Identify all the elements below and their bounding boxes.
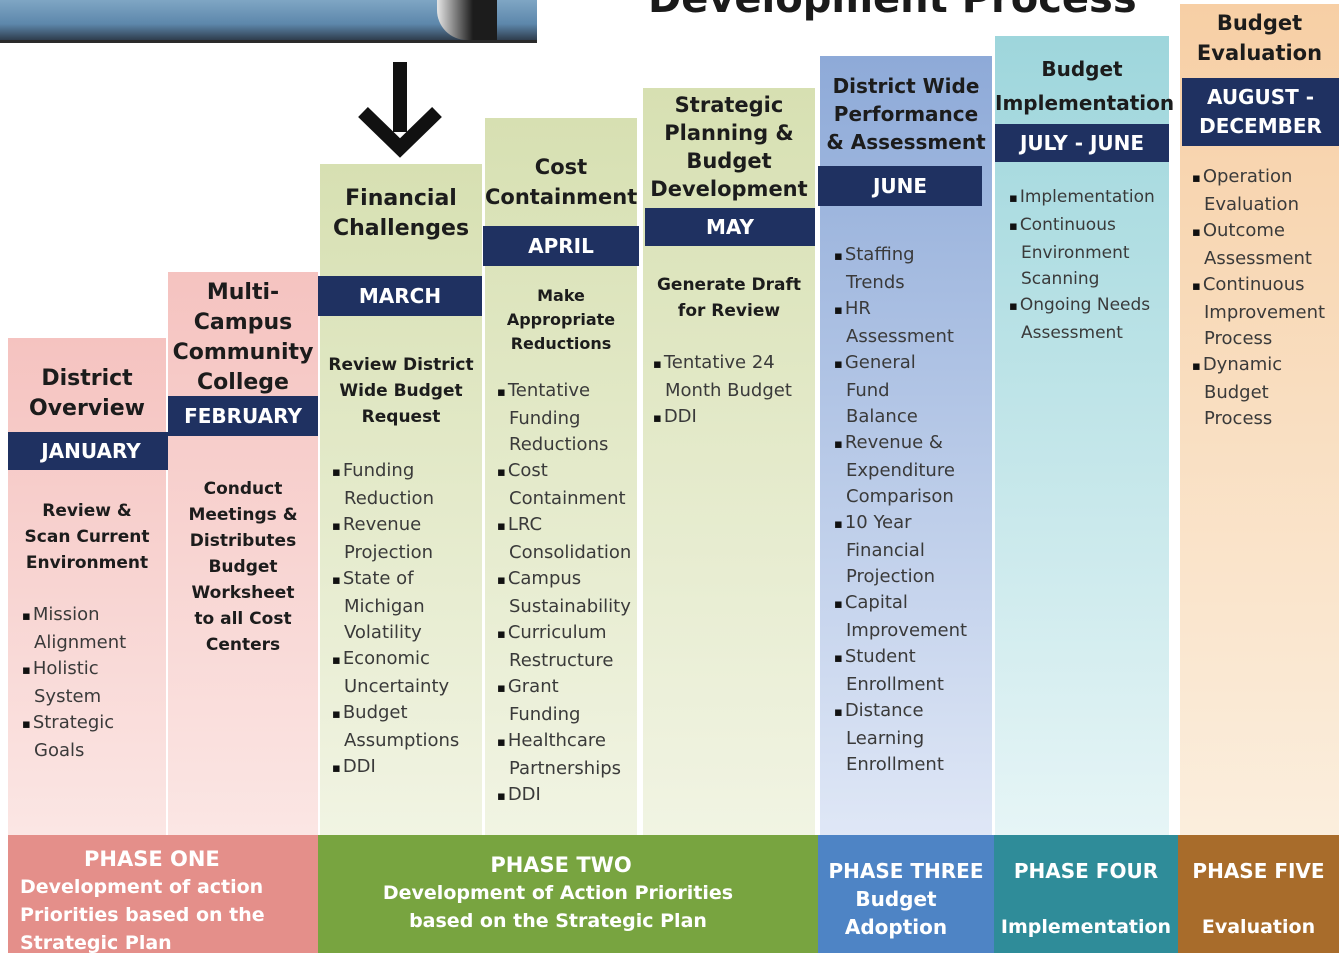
column-title: Financial Challenges — [332, 186, 470, 241]
bullet-list: Staffing Trends HR Assessment General Fu… — [834, 242, 967, 778]
bullet-item: Implementation — [1009, 184, 1155, 212]
bullet-list: Operation Evaluation Outcome Assessment … — [1192, 164, 1325, 432]
column-title: Strategic Planning & Budget Development — [650, 93, 808, 201]
bullet-item: Capital Improvement — [834, 590, 967, 644]
column-august-december: Budget Evaluation AUGUST - DECEMBER Oper… — [1180, 4, 1339, 835]
column-description: Review & Scan Current Environment — [24, 501, 150, 573]
column-january: District Overview JANUARY Review & Scan … — [8, 338, 174, 835]
down-arrow-icon — [358, 62, 442, 158]
month-bar: JULY - JUNE — [995, 124, 1169, 162]
phase-title: PHASE ONE — [84, 847, 220, 871]
bullet-item: Mission Alignment — [22, 602, 126, 656]
phase-four: PHASE FOUR Implementation — [994, 835, 1178, 953]
bullet-item: Tentative Funding Reductions — [497, 378, 631, 458]
phase-subtitle: Implementation — [1000, 916, 1172, 938]
bullet-list: Funding Reduction Revenue Projection Sta… — [332, 458, 459, 782]
column-background — [995, 36, 1169, 835]
bullet-item: Staffing Trends — [834, 242, 967, 296]
month-bar: JUNE — [818, 166, 982, 206]
phase-subtitle: Budget Adoption — [844, 887, 948, 939]
bullet-item: DDI — [653, 404, 792, 432]
month-bar: AUGUST - DECEMBER — [1182, 78, 1339, 146]
bullet-item: 10 Year Financial Projection — [834, 510, 967, 590]
bullet-item: General Fund Balance — [834, 350, 967, 430]
column-description: Generate Draft for Review — [656, 275, 802, 321]
phase-five: PHASE FIVE Evaluation — [1178, 835, 1339, 953]
column-july-june: Budget Implementation JULY - JUNE Implem… — [995, 36, 1175, 835]
month-bar: APRIL — [483, 226, 639, 266]
bullet-item: Continuous Improvement Process — [1192, 272, 1325, 352]
column-description: Review District Wide Budget Request — [328, 355, 474, 427]
bullet-item: DDI — [332, 754, 459, 782]
column-title: District Overview — [29, 366, 145, 421]
bullet-item: Holistic System — [22, 656, 126, 710]
page-title: Development Process — [648, 0, 1137, 22]
bullet-item: Healthcare Partnerships — [497, 728, 631, 782]
column-title: Budget Evaluation — [1196, 11, 1323, 65]
column-march: Financial Challenges MARCH Review Distri… — [318, 164, 482, 835]
bullet-item: Strategic Goals — [22, 710, 126, 764]
bullet-item: Distance Learning Enrollment — [834, 698, 967, 778]
bullet-item: DDI — [497, 782, 631, 810]
bullet-item: Cost Containment — [497, 458, 631, 512]
bullet-item: Campus Sustainability — [497, 566, 631, 620]
bullet-item: Continuous Environment Scanning — [1009, 212, 1155, 292]
bullet-item: State of Michigan Volatility — [332, 566, 459, 646]
bullet-item: Budget Assumptions — [332, 700, 459, 754]
phase-title: PHASE FOUR — [1013, 859, 1159, 883]
header-photo — [0, 0, 537, 43]
bullet-item: Student Enrollment — [834, 644, 967, 698]
column-description: Conduct Meetings & Distributes Budget Wo… — [188, 479, 298, 655]
month-bar: MAY — [645, 208, 815, 246]
bullet-list: Tentative 24 Month Budget DDI — [653, 350, 792, 432]
bullet-item: Revenue Projection — [332, 512, 459, 566]
column-june: District Wide Performance & Assessment J… — [818, 56, 992, 835]
photo-figure — [437, 0, 497, 40]
phase-three: PHASE THREE Budget Adoption — [818, 835, 994, 953]
phase-title: PHASE TWO — [490, 853, 632, 877]
phase-title: PHASE THREE — [828, 859, 984, 883]
bullet-item: HR Assessment — [834, 296, 967, 350]
column-title: Multi- Campus Community College — [172, 280, 314, 395]
bullet-item: Funding Reduction — [332, 458, 459, 512]
bullet-item: LRC Consolidation — [497, 512, 632, 566]
bullet-item: Outcome Assessment — [1192, 218, 1325, 272]
column-title: District Wide Performance & Assessment — [826, 74, 986, 154]
column-title: Budget Implementation — [995, 57, 1175, 115]
bullet-item: Revenue & Expenditure Comparison — [834, 430, 967, 510]
month-bar: FEBRUARY — [168, 396, 318, 436]
bullet-item: Tentative 24 Month Budget — [653, 350, 792, 404]
column-february: Multi- Campus Community College FEBRUARY… — [168, 272, 318, 835]
bullet-list: Mission Alignment Holistic System Strate… — [22, 602, 126, 764]
bullet-item: Ongoing Needs Assessment — [1009, 292, 1155, 346]
month-bar: JANUARY — [8, 432, 174, 470]
month-bar: MARCH — [318, 276, 482, 316]
bullet-item: Grant Funding — [497, 674, 631, 728]
bullet-list: Tentative Funding Reductions Cost Contai… — [497, 378, 632, 810]
column-april: Cost Containment APRIL Make Appropriate … — [483, 118, 639, 835]
column-may: Strategic Planning & Budget Development … — [643, 88, 815, 835]
bullet-item: Operation Evaluation — [1192, 164, 1325, 218]
bullet-list: Implementation Continuous Environment Sc… — [1009, 184, 1155, 346]
phase-title: PHASE FIVE — [1192, 859, 1325, 883]
column-description: Make Appropriate Reductions — [506, 286, 616, 353]
phase-subtitle: Development of action Priorities based o… — [20, 876, 265, 954]
column-background — [168, 272, 318, 835]
phase-subtitle: Evaluation — [1201, 916, 1316, 938]
column-title: Cost Containment — [485, 155, 638, 209]
phase-subtitle: Development of Action Priorities based o… — [382, 882, 734, 932]
phase-one: PHASE ONE Development of action Prioriti… — [8, 835, 318, 954]
bullet-item: Curriculum Restructure — [497, 620, 631, 674]
bullet-item: Economic Uncertainty — [332, 646, 459, 700]
bullet-item: Dynamic Budget Process — [1192, 352, 1325, 432]
phase-two: PHASE TWO Development of Action Prioriti… — [318, 835, 818, 953]
